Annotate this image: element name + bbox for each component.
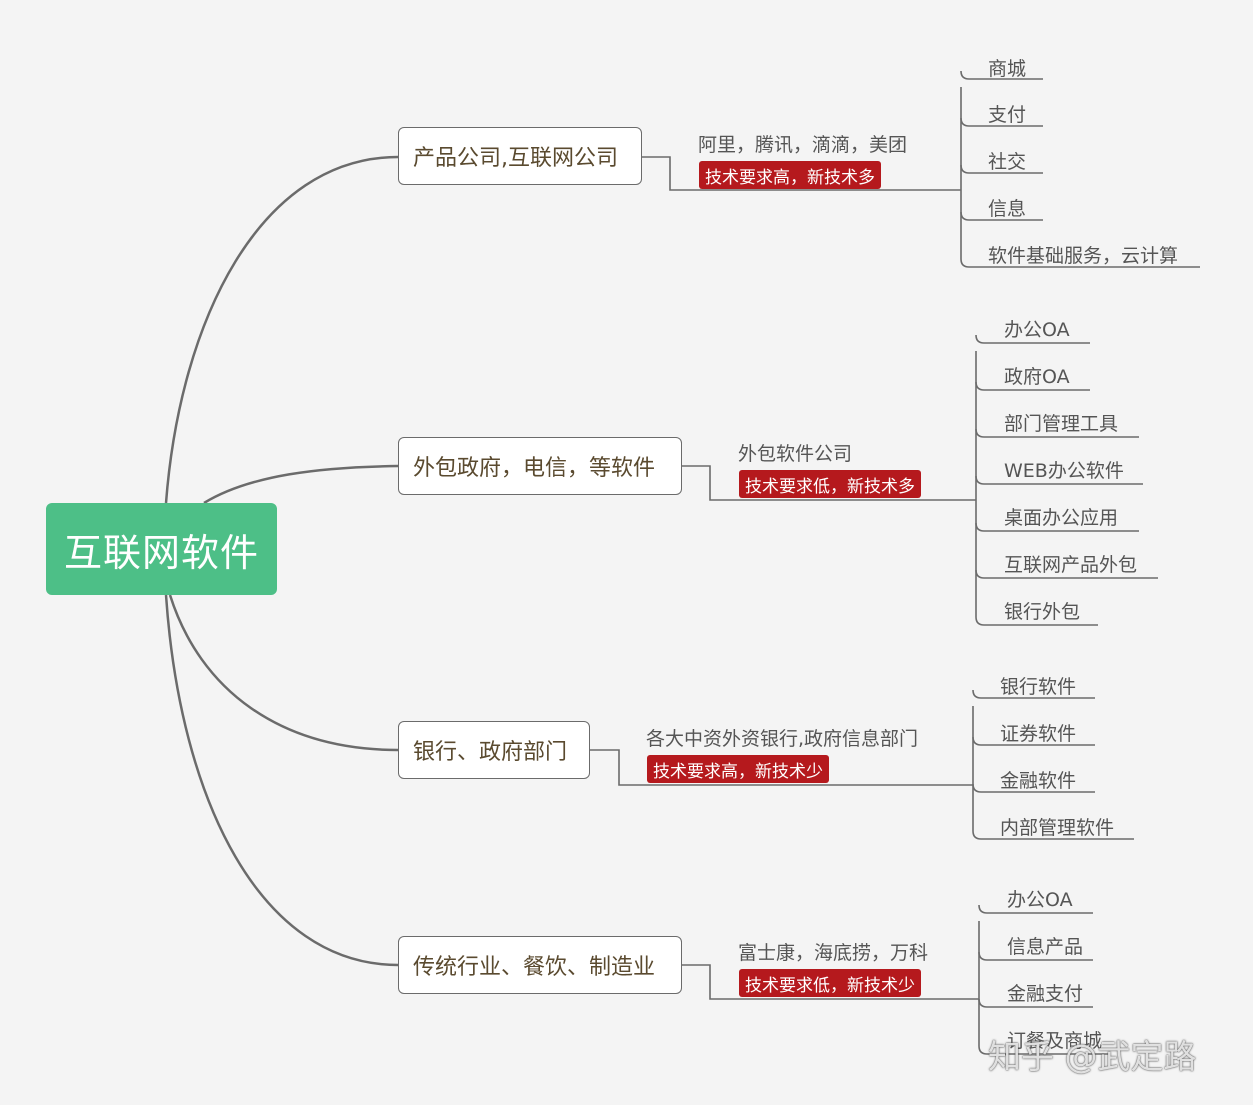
- leaf-underline: [975, 616, 1098, 626]
- leaf-item[interactable]: 金融支付: [1007, 983, 1084, 1005]
- leaf-item[interactable]: 商城: [988, 58, 1027, 80]
- leaf-underline: [960, 211, 1043, 221]
- branch-link: [682, 964, 950, 1000]
- leaf-underline: [978, 1045, 1110, 1055]
- leaf-underline: [975, 381, 1090, 391]
- leaf-item[interactable]: 银行软件: [1000, 676, 1077, 698]
- leaf-underline: [972, 736, 1095, 746]
- leaf-item[interactable]: 信息: [988, 198, 1027, 220]
- leaf-item[interactable]: 软件基础服务，云计算: [988, 245, 1179, 267]
- leaf-item[interactable]: 金融软件: [1000, 770, 1077, 792]
- leaf-item[interactable]: 办公OA: [1004, 319, 1070, 341]
- category-node-traditional-industry[interactable]: 传统行业、餐饮、制造业: [398, 936, 682, 994]
- category-node-bank-government[interactable]: 银行、政府部门: [398, 721, 590, 779]
- leaf-underline: [978, 951, 1093, 961]
- root-link: [203, 464, 399, 505]
- leaf-underline: [975, 334, 1090, 344]
- category-node-outsourcing[interactable]: 外包政府，电信，等软件: [398, 437, 682, 495]
- branch-link: [642, 156, 932, 191]
- requirement-tag: 技术要求高，新技术多: [699, 161, 881, 189]
- leaf-item[interactable]: 支付: [988, 104, 1027, 126]
- leaf-underline: [978, 904, 1093, 914]
- requirement-tag: 技术要求低，新技术多: [739, 470, 921, 498]
- requirement-tag: 技术要求低，新技术少: [739, 969, 921, 997]
- root-link: [168, 594, 399, 752]
- leaf-underline: [975, 475, 1143, 485]
- leaf-underline: [975, 569, 1158, 579]
- branch-note: 各大中资外资银行,政府信息部门: [646, 728, 919, 750]
- leaf-underline: [972, 783, 1095, 793]
- leaf-underline: [960, 258, 1200, 268]
- leaf-item[interactable]: 银行外包: [1004, 601, 1081, 623]
- leaf-underline: [960, 117, 1043, 127]
- branch-link: [682, 465, 947, 501]
- leaf-underline: [972, 689, 1095, 699]
- leaf-underline: [975, 522, 1139, 532]
- leaf-item[interactable]: 信息产品: [1007, 936, 1084, 958]
- leaf-item[interactable]: 桌面办公应用: [1004, 507, 1119, 529]
- branch-note: 阿里，腾讯，滴滴，美团: [698, 134, 908, 156]
- leaf-underline: [978, 998, 1093, 1008]
- root-link: [164, 155, 399, 504]
- category-node-internet-company[interactable]: 产品公司,互联网公司: [398, 127, 642, 185]
- branch-note: 富士康，海底捞，万科: [738, 942, 929, 964]
- leaf-item[interactable]: WEB办公软件: [1004, 460, 1124, 482]
- leaf-underline: [972, 830, 1134, 840]
- leaf-item[interactable]: 内部管理软件: [1000, 817, 1115, 839]
- branch-link: [590, 749, 944, 786]
- root-node[interactable]: 互联网软件: [46, 503, 277, 595]
- leaf-underline: [975, 428, 1139, 438]
- branch-note: 外包软件公司: [738, 443, 853, 465]
- leaf-item[interactable]: 社交: [988, 151, 1027, 173]
- leaf-item[interactable]: 互联网产品外包: [1004, 554, 1138, 576]
- root-link: [164, 594, 399, 967]
- leaf-underline: [960, 70, 1043, 80]
- leaf-item[interactable]: 办公OA: [1007, 889, 1073, 911]
- leaf-item[interactable]: 订餐及商城: [1007, 1030, 1103, 1052]
- requirement-tag: 技术要求高，新技术少: [647, 755, 829, 783]
- leaf-item[interactable]: 政府OA: [1004, 366, 1070, 388]
- leaf-item[interactable]: 部门管理工具: [1004, 413, 1119, 435]
- watermark: 知乎 @武定路: [988, 1037, 1197, 1076]
- leaf-item[interactable]: 证券软件: [1000, 723, 1077, 745]
- leaf-underline: [960, 164, 1043, 174]
